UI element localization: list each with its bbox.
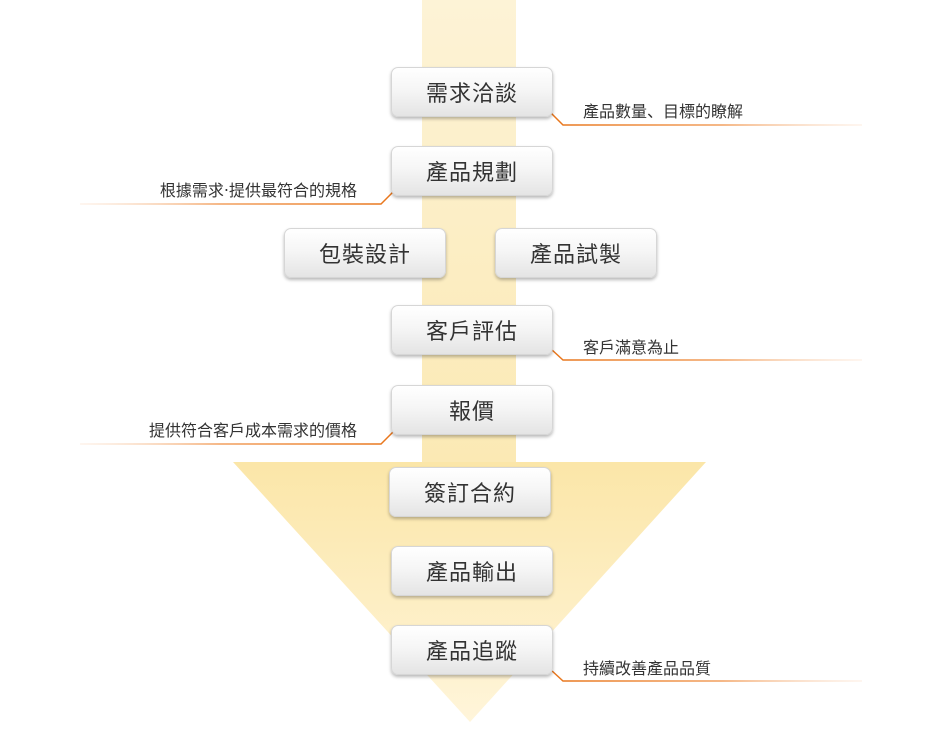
note-customer-evaluation: 客戶滿意為止 (583, 338, 680, 357)
note-quotation: 提供符合客戶成本需求的價格 (148, 421, 357, 440)
step-box-contract-signing: 簽訂合約 (389, 467, 551, 517)
step-box-product-tracking: 產品追蹤 (391, 625, 553, 675)
note-product-tracking: 持續改善產品品質 (583, 659, 712, 678)
connector-line-note-3 (550, 348, 862, 361)
connector-line-note-1 (550, 112, 862, 126)
step-box-quotation: 報價 (391, 385, 553, 435)
step-box-customer-evaluation: 客戶評估 (391, 305, 553, 355)
step-box-requirement-discussion: 需求洽談 (391, 67, 553, 117)
note-product-planning: 根據需求‧提供最符合的規格 (159, 181, 357, 200)
connector-line-note-2 (80, 191, 394, 205)
step-box-packaging-design: 包裝設計 (284, 228, 446, 278)
step-box-product-planning: 產品規劃 (391, 146, 553, 196)
connector-line-note-5 (550, 669, 862, 682)
connector-line-note-4 (80, 431, 394, 445)
note-requirement-discussion: 產品數量、目標的瞭解 (583, 102, 744, 121)
step-box-product-trial: 產品試製 (495, 228, 657, 278)
step-box-product-output: 產品輸出 (391, 546, 553, 596)
